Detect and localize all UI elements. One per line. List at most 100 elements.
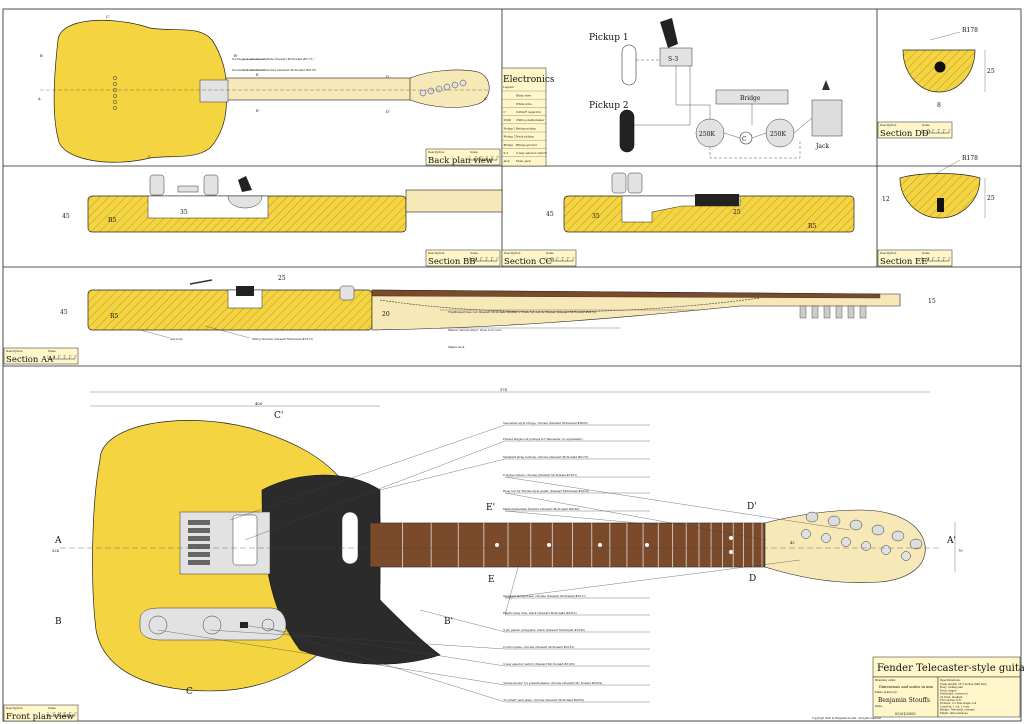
back-marker-e-prime: E' [256, 109, 260, 113]
part-label: "Football" jack plate, chrome (Stewart M… [503, 698, 584, 702]
aa-ash-body-note: Ash body [169, 337, 183, 341]
bridge-label: Bridge [740, 95, 761, 102]
scale-tick-label: 0 [469, 156, 471, 159]
scale-tick-label: 0 [469, 257, 471, 260]
pickup-2-shape [619, 109, 635, 153]
front-desc-label: Description [6, 706, 23, 710]
legend-key: C [504, 110, 506, 114]
scale-tick-label: 10 [926, 257, 929, 260]
legend-key: Pickup 2 [504, 135, 517, 139]
legend-value: Neck pickup [516, 135, 534, 139]
aa-neck-pocket: 20 [382, 311, 390, 318]
legend-key: Pickup 1 [504, 126, 517, 130]
jack-body [811, 99, 843, 137]
body-width-dim: 324 [52, 549, 60, 553]
pot-1-label: 250K [699, 131, 715, 138]
drawing-units-label: Drawing units: [875, 678, 896, 682]
part-leader-line [504, 559, 801, 599]
part-leader-line [267, 627, 650, 703]
scale-tick-label: 10 [550, 257, 553, 260]
back-scale-label: Scale [470, 150, 478, 154]
ee-height: 25 [987, 195, 995, 202]
dd-scale-label: Scale [922, 123, 930, 127]
part-label: Standard strap buttons, chrome (Stewart … [503, 455, 589, 459]
drawn-by-label: Plans drawn by: [875, 690, 898, 694]
cc-desc-label: Description [504, 251, 521, 255]
part-leader-line [229, 424, 650, 521]
back-marker-a: A [37, 97, 41, 101]
scale-tick-label: 10 [52, 712, 55, 715]
front-marker-d-prime: D' [747, 502, 757, 512]
sheet-border [2, 8, 1022, 722]
title-block: Fender Telecaster-style guitar Drawing u… [812, 656, 1024, 720]
spec-line: Neck: maple [940, 688, 957, 692]
spec-line: 22 frets, medium [940, 695, 963, 699]
back-marker-c-prime: C' [106, 15, 110, 19]
part-leader-line [242, 624, 650, 667]
dd-desc-label: Description [880, 123, 897, 127]
front-marker-c-prime: C' [274, 411, 283, 421]
front-neck-pickup [341, 511, 359, 565]
switch-lever [660, 18, 678, 48]
drawing-title: Fender Telecaster-style guitar [877, 663, 1024, 674]
part-label: Fender single-coil pickups for Telecaste… [503, 437, 583, 441]
legend-value: 0.05mF capacitor [516, 110, 542, 114]
section-bb-title: Section BB' [428, 257, 478, 267]
headstock-width-dim: 79 [958, 549, 963, 553]
aa-pickup-width: 25 [278, 275, 286, 282]
back-marker-e: E [256, 73, 259, 77]
section-cc-title: Section CC' [504, 257, 554, 267]
front-fretboard [369, 522, 766, 568]
aa-truss-cover-note: Walnut "skunk stripe" truss rod cover [448, 328, 502, 332]
spec-line: Controls: 1 vol, 1 tone [940, 704, 970, 708]
scale-tick-label: 10 [926, 129, 929, 132]
aa-neck-thickness: 15 [928, 298, 936, 305]
front-scale-label: Scale [48, 706, 56, 710]
cc-pickup-width: 25 [733, 209, 741, 216]
scale-tick-label: 50 [572, 257, 575, 260]
legend-key: Jack [503, 159, 510, 163]
spec-line: Fretboard: rosewood [940, 692, 968, 696]
scale-tick-label: 50 [948, 257, 951, 260]
part-leader-line [504, 559, 650, 616]
bb-scale-label: Scale [470, 251, 478, 255]
scale-tick-label: 0 [47, 355, 49, 358]
section-ee-title: Section EE' [880, 257, 930, 267]
back-plan-view: Screw neck attachment plate (Stewart McD… [37, 15, 501, 166]
cap-label: C [742, 136, 747, 143]
legend-key: S-3 [504, 151, 509, 155]
back-screw-note-1: Screw neck attachment plate (Stewart McD… [232, 57, 314, 61]
ee-depth: 12 [882, 196, 890, 203]
scale-tick-label: 50 [496, 257, 499, 260]
back-marker-d-prime: D' [386, 110, 390, 114]
body-length-dim: 406 [255, 402, 263, 406]
dd-radius: R178 [962, 27, 978, 34]
aa-scale-label: Scale [48, 349, 56, 353]
pickup-1-label: Pickup 1 [589, 33, 629, 43]
legend-value: Bridge pickup [516, 126, 536, 130]
back-screw-note-2: Screw neck attachment screws (Stewart Mc… [232, 68, 316, 72]
spec-line: Body: swamp ash [940, 685, 963, 689]
part-label: Control plate, chrome (Stewart McDonald … [503, 645, 574, 649]
scale-tick-label: 0 [921, 129, 923, 132]
front-marker-a: A [54, 536, 62, 546]
section-aa-view: 45 R5 25 20 15 Traditional truss rod (St… [3, 275, 936, 365]
front-marker-e: E [488, 575, 495, 585]
scale-tick-label: 40 [69, 355, 72, 358]
section-ee-view: R178 12 25 Description Scale Section EE' [877, 155, 995, 267]
electronics-legend-header: Legend [503, 85, 514, 89]
part-leader-line [209, 629, 650, 650]
scale-tick-label: 30 [63, 355, 66, 358]
dd-height: 25 [987, 68, 995, 75]
scale-tick-label: 0 [545, 257, 547, 260]
scale-tick-label: 50 [496, 156, 499, 159]
nut-width-dim: 43 [790, 541, 795, 545]
front-marker-b: B [55, 617, 62, 627]
part-label: 3-ply plastic pickguard, black (Stewart … [503, 628, 585, 632]
spec-line: Finish: nitrocellulose [940, 711, 968, 715]
scale-tick-label: 20 [58, 712, 61, 715]
